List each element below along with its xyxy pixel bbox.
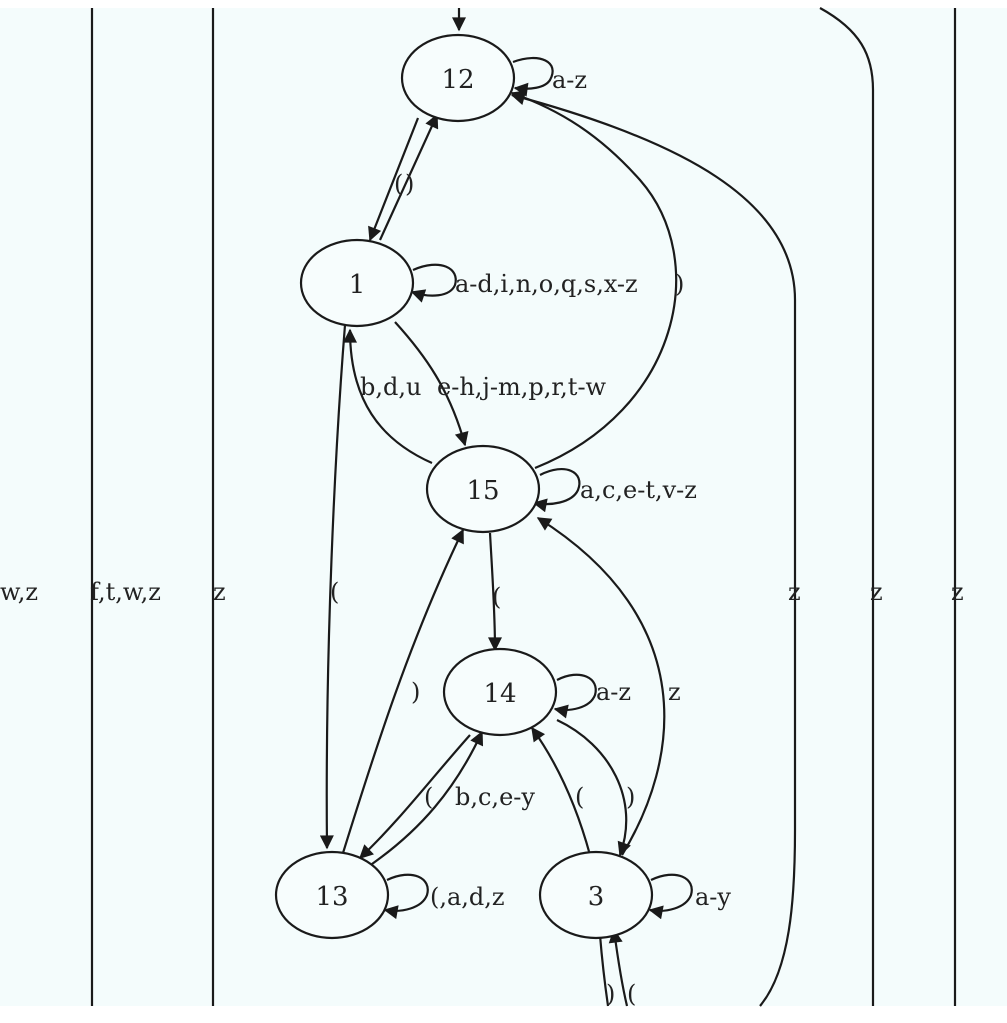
loop-3 [648, 873, 693, 920]
edge-14-to-3 [556, 719, 631, 857]
edge-label: ( [575, 783, 584, 811]
node-label: 12 [441, 65, 474, 95]
node-label: 3 [588, 882, 605, 912]
side-label: z [213, 578, 226, 606]
edge-label: ) [675, 270, 684, 298]
node-14: 14 [442, 647, 558, 737]
edge-label: a-z [552, 66, 587, 94]
edge-14-to-13 [358, 734, 471, 859]
side-edge-4 [819, 7, 875, 1006]
side-label: w,z [0, 578, 38, 606]
edge-label: a-d,i,n,o,q,s,x-z [455, 270, 638, 298]
side-label: z [788, 578, 801, 606]
node-13: 13 [274, 850, 390, 940]
loop-13 [383, 873, 429, 920]
loop-14 [553, 673, 597, 719]
edge-1-to-15 [394, 321, 469, 447]
edge-1-to-12 [378, 113, 439, 241]
edge-15-to-1 [343, 328, 433, 465]
edge-3-to-15 [536, 517, 666, 856]
node-12: 12 [400, 33, 516, 123]
loop-12 [512, 57, 554, 97]
side-label: z [951, 578, 964, 606]
edge-bottom-to-12 [510, 91, 797, 1007]
edge-label: a-z [596, 678, 631, 706]
node-label: 15 [466, 476, 499, 506]
side-label: z [870, 578, 883, 606]
edge-label: b,d,u [360, 373, 421, 401]
node-label: 13 [315, 882, 348, 912]
edge-bottom-to-3 [608, 928, 629, 1007]
edge-label: z [668, 678, 681, 706]
edge-label: ) [626, 783, 635, 811]
side-label: f,t,w,z [90, 578, 161, 606]
edge-label: ( [492, 583, 501, 611]
edge-label: ) [405, 170, 414, 198]
edge-label: ( [627, 980, 636, 1008]
edge-13-to-14 [371, 730, 484, 865]
edge-label: a-y [695, 883, 731, 911]
node-1: 1 [299, 238, 415, 328]
edge-label: a,c,e-t,v-z [580, 476, 697, 504]
edge-3-to-bottom [598, 934, 610, 1007]
edge-label: ( [424, 783, 433, 811]
node-15: 15 [425, 444, 541, 534]
edge-label: ) [411, 678, 420, 706]
loop-1 [410, 263, 457, 303]
edge-label: ) [606, 980, 615, 1008]
edge-13-to-15 [341, 528, 464, 854]
edge-label: b,c,e-y [455, 783, 535, 811]
loop-15 [532, 468, 581, 513]
node-label: 14 [483, 679, 516, 709]
edge-1-to-13 [319, 324, 347, 850]
edge-label: e-h,j-m,p,r,t-w [437, 373, 607, 401]
edge-15-to-12 [510, 90, 678, 470]
edge-15-to-14 [487, 532, 502, 652]
edge-label: ( [394, 170, 403, 198]
node-label: 1 [349, 270, 366, 300]
edge-3-to-14 [531, 726, 592, 856]
edge-label: (,a,d,z [430, 883, 505, 911]
node-3: 3 [538, 850, 654, 940]
edge-label: ( [330, 578, 339, 606]
edge-12-to-1 [368, 117, 420, 242]
